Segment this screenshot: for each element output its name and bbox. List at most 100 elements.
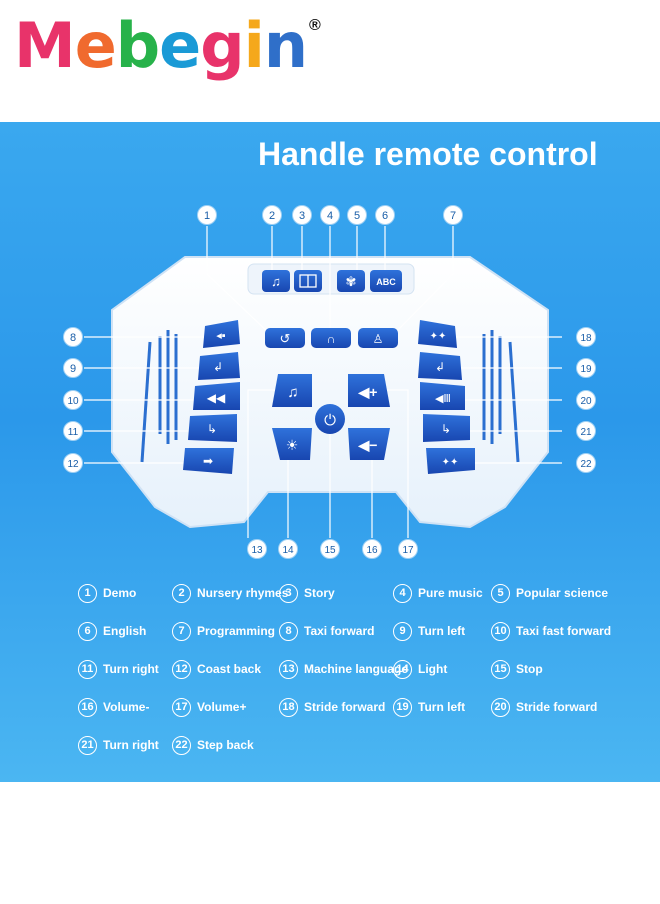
legend-item: 21 Turn right xyxy=(78,734,159,756)
legend-number: 21 xyxy=(78,735,97,755)
callout-number-7: 7 xyxy=(450,210,456,222)
callout-circle-7 xyxy=(443,205,463,225)
legend-number: 5 xyxy=(491,583,510,603)
legend-label: Programming xyxy=(197,624,276,638)
legend-number: 12 xyxy=(172,659,191,679)
callout-number-5: 5 xyxy=(354,210,360,222)
fast-forward-icon: ◀◀ xyxy=(207,391,226,405)
legend-item: 18 Stride forward xyxy=(279,696,385,718)
abc-icon: ABC xyxy=(376,277,396,287)
callout-number-22: 22 xyxy=(580,459,592,470)
legend-number: 10 xyxy=(491,621,510,641)
coast-back-icon: ➡ xyxy=(203,454,213,468)
callout-circle-22 xyxy=(576,453,596,473)
product-panel: Handle remote control xyxy=(0,122,660,782)
legend-label: Stride forward xyxy=(304,700,386,714)
legend-number: 8 xyxy=(279,621,298,641)
step-back-icon: ✦✦ xyxy=(442,457,459,468)
demo-return-icon: ↺ xyxy=(280,331,291,346)
legend-number: 6 xyxy=(78,621,97,641)
callout-circle-4 xyxy=(320,205,340,225)
logo-letter: g xyxy=(200,9,244,82)
right-buttons: ✦✦ ↲ ◀Ⅲ ↳ ✦✦ xyxy=(418,320,475,474)
center-buttons: ↺ ∩ ♙ xyxy=(265,328,398,348)
logo-letter: e xyxy=(159,9,201,82)
legend-label: Light xyxy=(418,662,448,676)
logo-letter: M xyxy=(14,9,76,82)
volume-minus-icon: ◀− xyxy=(358,437,378,453)
turn-right-icon: ↳ xyxy=(207,422,217,436)
legend-label: Demo xyxy=(103,586,137,600)
button-17 xyxy=(348,374,390,407)
turn-left-icon-right: ↲ xyxy=(435,360,445,374)
callout-circle-8 xyxy=(63,327,83,347)
button-7 xyxy=(358,328,398,348)
callout-circle-15 xyxy=(320,539,340,559)
legend-number: 18 xyxy=(279,697,298,717)
button-16 xyxy=(348,428,390,460)
callout-number-1: 1 xyxy=(204,210,210,222)
machine-language-icon: ♫ xyxy=(287,384,298,401)
legend-label: Turn left xyxy=(418,624,466,638)
registered-mark: ® xyxy=(309,17,321,34)
legend-label: Stride forward xyxy=(516,700,598,714)
button-8 xyxy=(203,320,240,348)
legend-item: 3 Story xyxy=(279,582,335,604)
callout-number-4: 4 xyxy=(327,210,333,222)
music-note-icon: ♫ xyxy=(271,274,281,289)
legend-label: Pure music xyxy=(418,586,483,600)
callout-number-8: 8 xyxy=(70,332,76,344)
legend-number: 4 xyxy=(393,583,412,603)
button-21 xyxy=(423,414,470,442)
logo-wordmark: Mebegin xyxy=(14,6,308,86)
legend-item: 8 Taxi forward xyxy=(279,620,374,642)
legend-number: 15 xyxy=(491,659,510,679)
stride-forward-icon-2: ◀Ⅲ xyxy=(435,393,451,405)
legend-item: 17 Volume+ xyxy=(172,696,246,718)
legend-number: 3 xyxy=(279,583,298,603)
stride-forward-icon: ✦✦ xyxy=(430,331,447,342)
legend-number: 11 xyxy=(78,659,97,679)
button-2 xyxy=(262,270,290,292)
atom-icon: ✾ xyxy=(346,274,357,289)
legend-label: Taxi forward xyxy=(304,624,375,638)
legend-label: Stop xyxy=(516,662,543,676)
button-5 xyxy=(337,270,365,292)
callout-circle-17 xyxy=(398,539,418,559)
logo-letter: e xyxy=(74,9,117,82)
book-icon xyxy=(299,274,317,288)
callout-circle-13 xyxy=(247,539,267,559)
logo-letter: b xyxy=(115,9,160,82)
left-buttons: ◂▪ ↲ ◀◀ ↳ ➡ xyxy=(183,320,240,474)
legend-label: Coast back xyxy=(197,662,262,676)
legend-number: 2 xyxy=(172,583,191,603)
legend-number: 7 xyxy=(172,621,191,641)
legend-label: Popular science xyxy=(516,586,609,600)
headphones-icon: ∩ xyxy=(327,332,336,346)
logo: Mebegin ® xyxy=(14,6,321,86)
stop-power-icon: ⏻ xyxy=(324,412,336,429)
button-20 xyxy=(420,382,465,410)
taxi-forward-icon: ◂▪ xyxy=(216,330,226,342)
button-19 xyxy=(418,352,462,380)
legend-label: Volume+ xyxy=(197,700,247,714)
legend-number: 17 xyxy=(172,697,191,717)
legend-item: 15 Stop xyxy=(491,658,543,680)
callout-circle-16 xyxy=(362,539,382,559)
callout-number-9: 9 xyxy=(70,363,76,375)
button-18 xyxy=(418,320,457,348)
callout-number-6: 6 xyxy=(382,210,388,222)
legend-label: Story xyxy=(304,586,335,600)
callout-circle-6 xyxy=(375,205,395,225)
legend-label: Turn right xyxy=(103,738,159,752)
legend-label: Turn left xyxy=(418,700,466,714)
callout-circle-10 xyxy=(63,390,83,410)
right-stripe-decoration xyxy=(482,330,520,463)
callout-circle-3 xyxy=(292,205,312,225)
